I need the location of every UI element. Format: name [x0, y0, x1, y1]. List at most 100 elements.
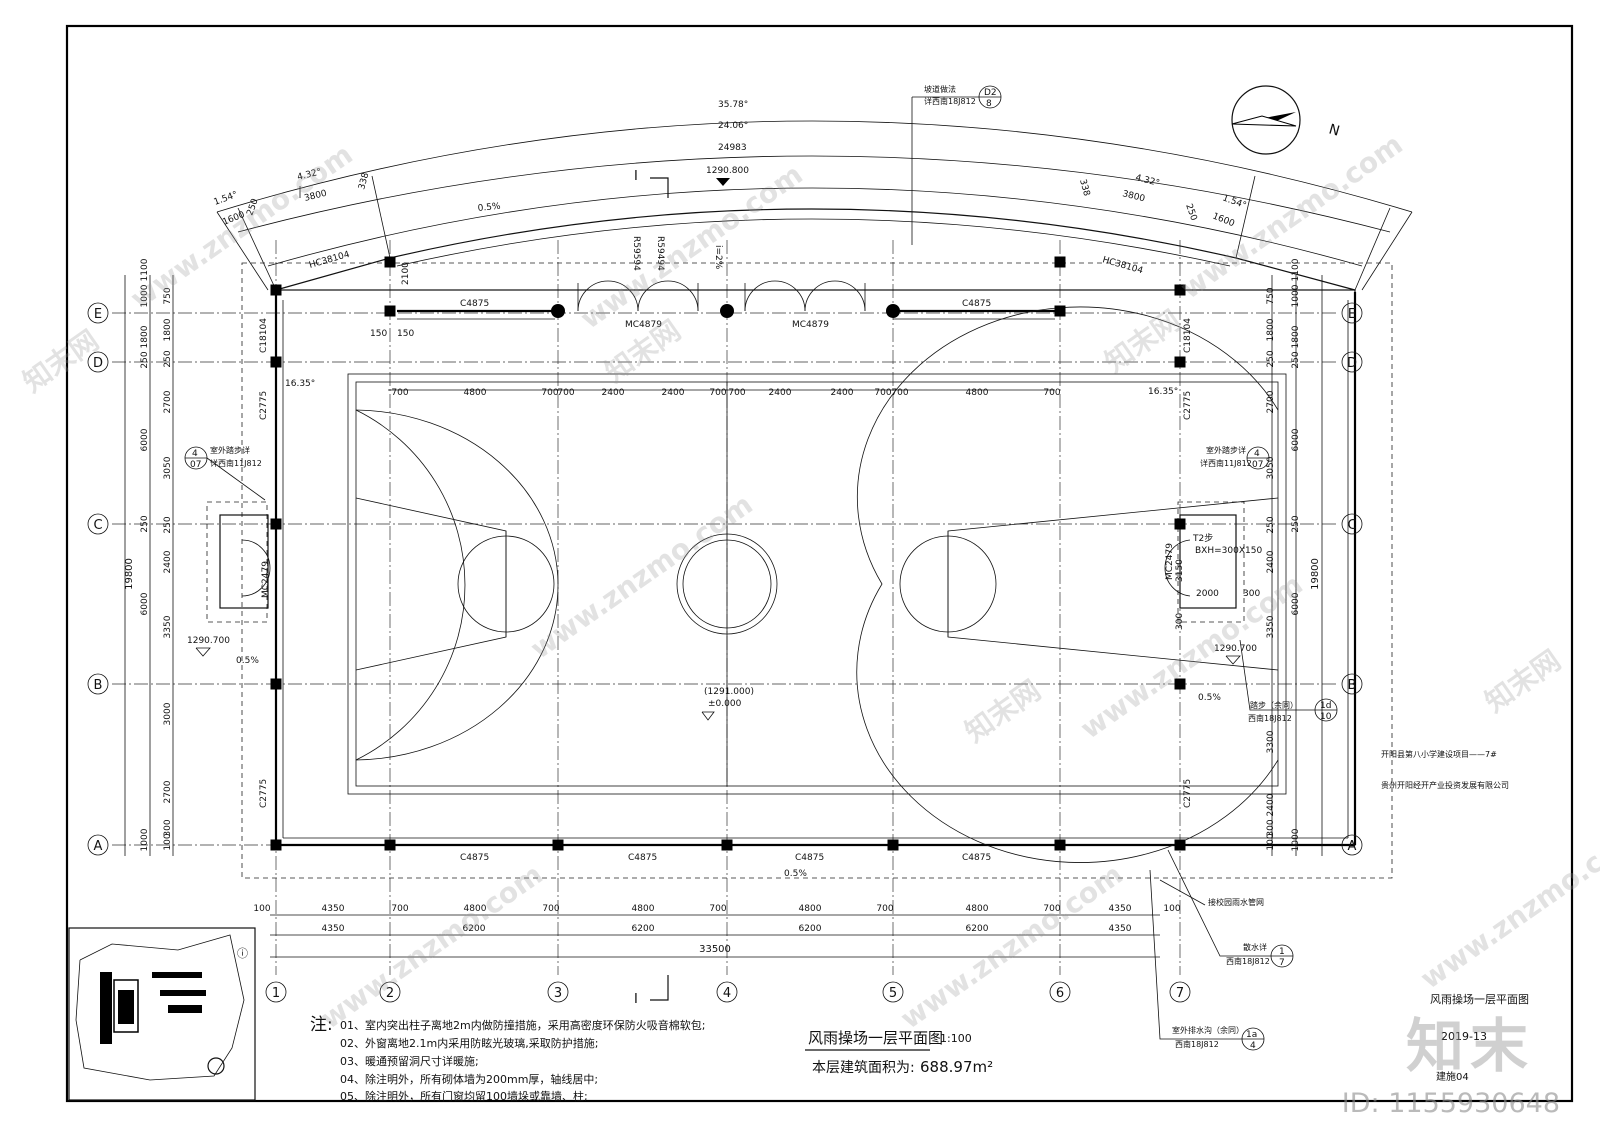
axis-label-row-E: E [1348, 307, 1356, 322]
dim-bottom-inner-11: 4350 [1109, 904, 1132, 914]
slope-right: 0.5% [1198, 693, 1221, 703]
axis-bubble-row-C-left: C [87, 513, 109, 535]
note-1: 01、室内突出柱子离地2m内做防撞措施，采用高密度环保防火吸音棉软包; [340, 1018, 705, 1032]
step-width: 2000 [1196, 589, 1219, 599]
title-block: 开阳县第八小学建设项目——7# 贵州开阳经开产业投资发展有限公司 风雨操场一层平… [1381, 749, 1529, 1083]
sheet-border [65, 24, 1574, 1103]
axis-label-row-D: D [93, 356, 103, 371]
axis-bubble-row-D-right: D [1341, 351, 1363, 373]
column-edge-11 [270, 678, 282, 690]
area-label: 本层建筑面积为: [812, 1060, 915, 1076]
dim-left-inner-9: 2700 [163, 780, 173, 803]
column-edge-8 [1174, 356, 1186, 368]
c-side-upper-left: C18104 [259, 318, 269, 353]
stair-num-top-right: 4 [1254, 449, 1260, 459]
dim-right-outer-4: 6000 [1291, 428, 1301, 451]
dim-left-outer-3: 250 [140, 351, 150, 368]
step-num-bot: 10 [1320, 712, 1332, 722]
dim-left-outer-6: 6000 [140, 592, 150, 615]
column-bottom-7 [1174, 839, 1186, 851]
structural-columns [270, 256, 1186, 851]
angle-right: 16.35° [1148, 387, 1178, 397]
dim-top-inner-4: 2400 [602, 388, 625, 398]
column-edge-4 [1174, 284, 1186, 296]
ramp-ref: 详西南18J812 [924, 96, 976, 106]
window-bottom-4: C4875 [962, 853, 991, 863]
arc-seg-338-left: 338 [357, 171, 371, 190]
c-side-low-right: C2775 [1183, 779, 1193, 808]
dim-left-inner-4: 3050 [163, 456, 173, 479]
dim-right-outer-0: 1100 [1291, 258, 1301, 281]
basketball-court [347, 306, 1287, 863]
dim-bottom-inner-2: 700 [391, 904, 408, 914]
dim-right-inner-11: 100 [1266, 833, 1276, 850]
dim-left-outer-5: 250 [140, 515, 150, 532]
stair-num-bot-right: 07 [1252, 460, 1263, 470]
arc-left-b: 4.32° [296, 167, 322, 183]
column-edge-1 [384, 256, 396, 268]
axis-bubble-row-B-right: B [1341, 673, 1363, 695]
dim-top-inner-9: 2400 [831, 388, 854, 398]
column-edge-9 [270, 518, 282, 530]
dim-right-inner-8: 3300 [1266, 730, 1276, 753]
client-name: 贵州开阳经开产业投资发展有限公司 [1381, 780, 1509, 790]
dim-left-inner-8: 3000 [163, 702, 173, 725]
north-arrow: N [1231, 85, 1341, 155]
column-edge-5 [384, 305, 396, 317]
dim-left-outer-1: 1000 [140, 284, 150, 307]
ditch-ref: 西南18J812 [1175, 1039, 1219, 1049]
dim-bottom-inner-1: 4350 [322, 904, 345, 914]
dim-left-total: 19800 [124, 558, 135, 590]
axis-label-col-3: 3 [554, 986, 562, 1001]
sheet-number: 建施04 [1436, 1070, 1469, 1083]
c-side-upper-right: C18104 [1183, 318, 1193, 353]
axis-bubble-row-E-left: E [87, 302, 109, 324]
dim-bottom-inner-0: 100 [253, 904, 270, 914]
ramp-title: 坡道做法 [924, 84, 956, 94]
column-edge-7 [270, 356, 282, 368]
dim-right-inner-1: 1800 [1266, 318, 1276, 341]
ditch-num-top: 1a [1246, 1030, 1257, 1040]
ditch-num-bot: 4 [1250, 1041, 1256, 1051]
dim-top-inner-8: 2400 [769, 388, 792, 398]
arc-chord: 24983 [718, 143, 747, 153]
c-side-low-left: C2775 [259, 779, 269, 808]
axis-label-row-A: A [1348, 839, 1357, 854]
c-side-mid-right: C2775 [1183, 391, 1193, 420]
watermark-logo: 知末 [1405, 1012, 1534, 1080]
axis-bubble-col-1: 1 [265, 981, 287, 1003]
dim-right-outer-3: 250 [1291, 351, 1301, 368]
dim-right-inner-3: 2700 [1266, 390, 1276, 413]
area-value: 688.97m² [920, 1058, 993, 1076]
axis-bubble-col-6: 6 [1049, 981, 1071, 1003]
dim-top-inner-12: 4800 [966, 388, 989, 398]
axis-grid [112, 240, 1338, 975]
hc-label-right: HC38104 [1101, 255, 1144, 276]
key-plan: ⓘ [75, 934, 248, 1081]
dim-left-inner-6: 2400 [163, 550, 173, 573]
door-side-right: MC2479 [1165, 543, 1175, 580]
c-side-mid-left: C2775 [259, 391, 269, 420]
ramp-num-top: D2 [984, 88, 997, 98]
dim-right-inner-7: 3350 [1266, 615, 1276, 638]
column-round-3 [886, 304, 900, 318]
arc-seg-3800-left: 3800 [303, 189, 328, 204]
door-label-main-right: MC4879 [792, 320, 829, 330]
window-bottom-3: C4875 [795, 853, 824, 863]
north-label: N [1327, 121, 1341, 139]
drain-num-bot: 7 [1279, 958, 1285, 968]
axis-bubble-col-4: 4 [716, 981, 738, 1003]
arc-right-a: 4.32° [1134, 173, 1160, 189]
dim-left-inner-11: 100 [163, 833, 173, 850]
dim-bottom-inner-5: 4800 [632, 904, 655, 914]
dim-2100: 2100 [401, 262, 411, 285]
building-walls [206, 262, 1393, 879]
column-edge-2 [1054, 256, 1066, 268]
dim-right-inner-10: 300 [1266, 819, 1276, 836]
axis-label-row-C: C [1347, 518, 1356, 533]
dim-top-inner-3: 700 [557, 388, 574, 398]
axis-label-row-E: E [94, 307, 102, 322]
dim-right-outer-5: 250 [1291, 515, 1301, 532]
window-label-top-left: C4875 [460, 299, 489, 309]
